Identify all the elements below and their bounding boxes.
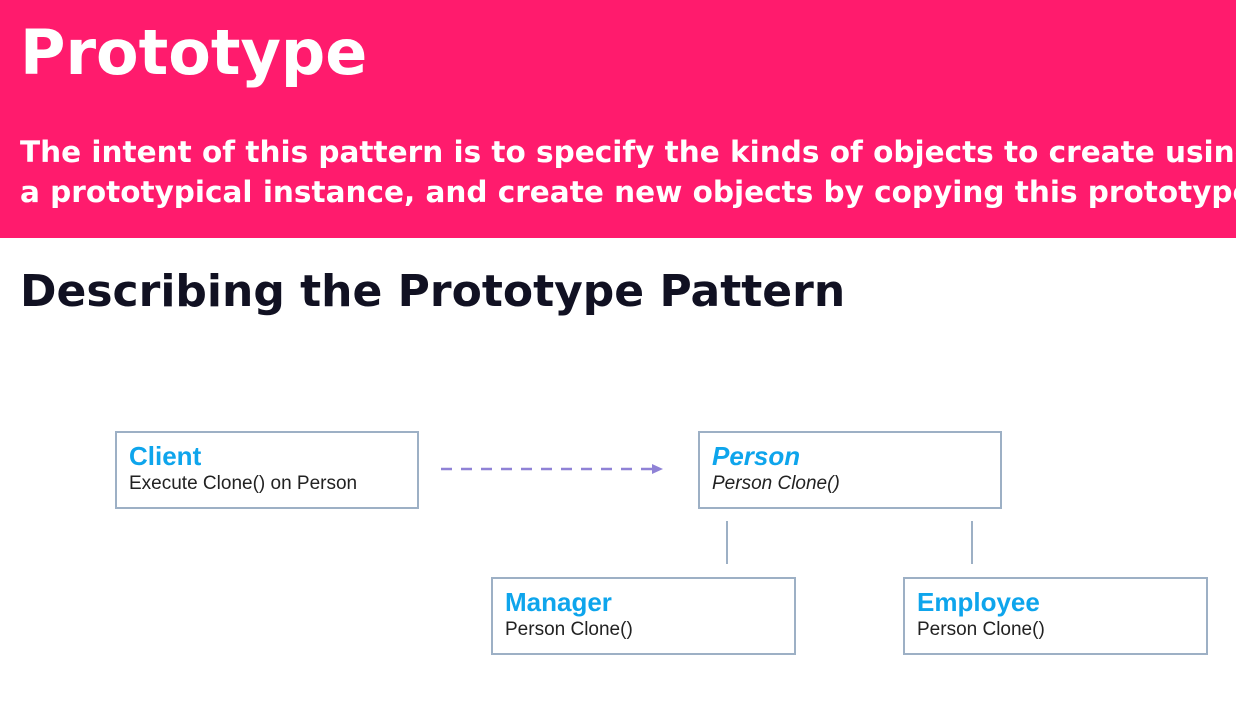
- employee-class-box: Employee Person Clone(): [903, 577, 1208, 655]
- client-operation: Execute Clone() on Person: [129, 473, 358, 494]
- pattern-intent-line-2: a prototypical instance, and create new …: [20, 175, 1240, 209]
- page-title: Prototype: [20, 16, 368, 89]
- pattern-intent-line-1: The intent of this pattern is to specify…: [20, 135, 1240, 169]
- client-class-name: Client: [129, 441, 202, 471]
- dependency-arrowhead: [652, 464, 663, 474]
- section-heading: Describing the Prototype Pattern: [20, 266, 846, 317]
- employee-class-name: Employee: [917, 587, 1040, 617]
- person-class-name: Person: [712, 441, 801, 471]
- pattern-intent: The intent of this pattern is to specify…: [20, 132, 1240, 212]
- header-banner: Prototype The intent of this pattern is …: [0, 0, 1240, 238]
- client-class-box: Client Execute Clone() on Person: [115, 431, 419, 509]
- employee-operation: Person Clone(): [917, 619, 1045, 640]
- manager-class-box: Manager Person Clone(): [491, 577, 796, 655]
- manager-class-name: Manager: [505, 587, 612, 617]
- person-class-box: Person Person Clone(): [698, 431, 1002, 509]
- manager-operation: Person Clone(): [505, 619, 633, 640]
- person-operation: Person Clone(): [712, 473, 840, 494]
